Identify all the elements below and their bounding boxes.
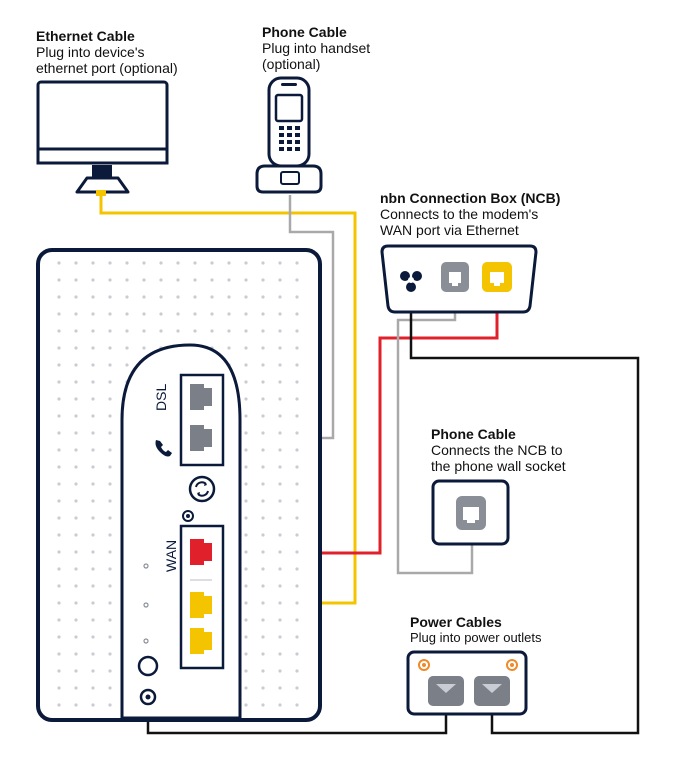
ethernet-cable-title: Ethernet Cable	[36, 28, 135, 44]
dsl-port-phone[interactable]	[190, 425, 212, 451]
ncb-title: nbn Connection Box (NCB)	[380, 190, 561, 206]
ncb-power-socket[interactable]	[399, 269, 423, 293]
handset-cable-title: Phone Cable	[262, 24, 347, 40]
wps-button[interactable]	[188, 475, 216, 503]
wall-cable-label: Phone Cable Connects the NCB to the phon…	[431, 426, 566, 474]
computer-monitor-icon	[36, 80, 169, 196]
ncb-label: nbn Connection Box (NCB) Connects to the…	[380, 190, 560, 238]
power-plug-right[interactable]	[474, 676, 510, 706]
dsl-port-top[interactable]	[190, 384, 212, 410]
ncb-desc: Connects to the modem's WAN port via Eth…	[380, 206, 539, 238]
phone-wall-socket	[431, 479, 510, 546]
handset-cable-desc: Plug into handset (optional)	[262, 40, 371, 72]
wan-label: WAN	[163, 540, 179, 572]
modem-device: DSL WAN	[36, 248, 322, 722]
wall-phone-cable	[396, 290, 474, 575]
ncb-ethernet-port[interactable]	[482, 262, 512, 292]
nbn-connection-box	[380, 244, 538, 314]
lan-port-1[interactable]	[190, 592, 212, 618]
status-leds	[143, 563, 149, 644]
power-button[interactable]	[137, 655, 159, 677]
wan-ethernet-cable	[212, 290, 499, 555]
lan-port-2[interactable]	[190, 628, 212, 654]
cordless-phone-icon	[255, 76, 323, 194]
wall-cable-desc: Connects the NCB to the phone wall socke…	[431, 442, 566, 474]
power-cables-desc: Plug into power outlets	[410, 630, 542, 645]
ethernet-cable-desc: Plug into device's ethernet port (option…	[36, 44, 178, 76]
reset-button[interactable]	[182, 510, 194, 522]
ncb-phone-port[interactable]	[441, 262, 469, 292]
power-outlet	[406, 650, 528, 716]
power-cables-label: Power Cables Plug into power outlets	[410, 614, 542, 646]
ncb-power-cable	[409, 290, 640, 735]
handset-cable-label: Phone Cable Plug into handset (optional)	[262, 24, 370, 72]
power-plug-left[interactable]	[428, 676, 464, 706]
phone-handset-icon	[155, 440, 172, 457]
ethernet-cable-label: Ethernet Cable Plug into device's ethern…	[36, 28, 178, 76]
wan-port[interactable]	[190, 539, 212, 565]
power-cables-title: Power Cables	[410, 614, 502, 630]
power-socket[interactable]	[139, 688, 157, 706]
dsl-label: DSL	[153, 384, 169, 411]
wall-cable-title: Phone Cable	[431, 426, 516, 442]
